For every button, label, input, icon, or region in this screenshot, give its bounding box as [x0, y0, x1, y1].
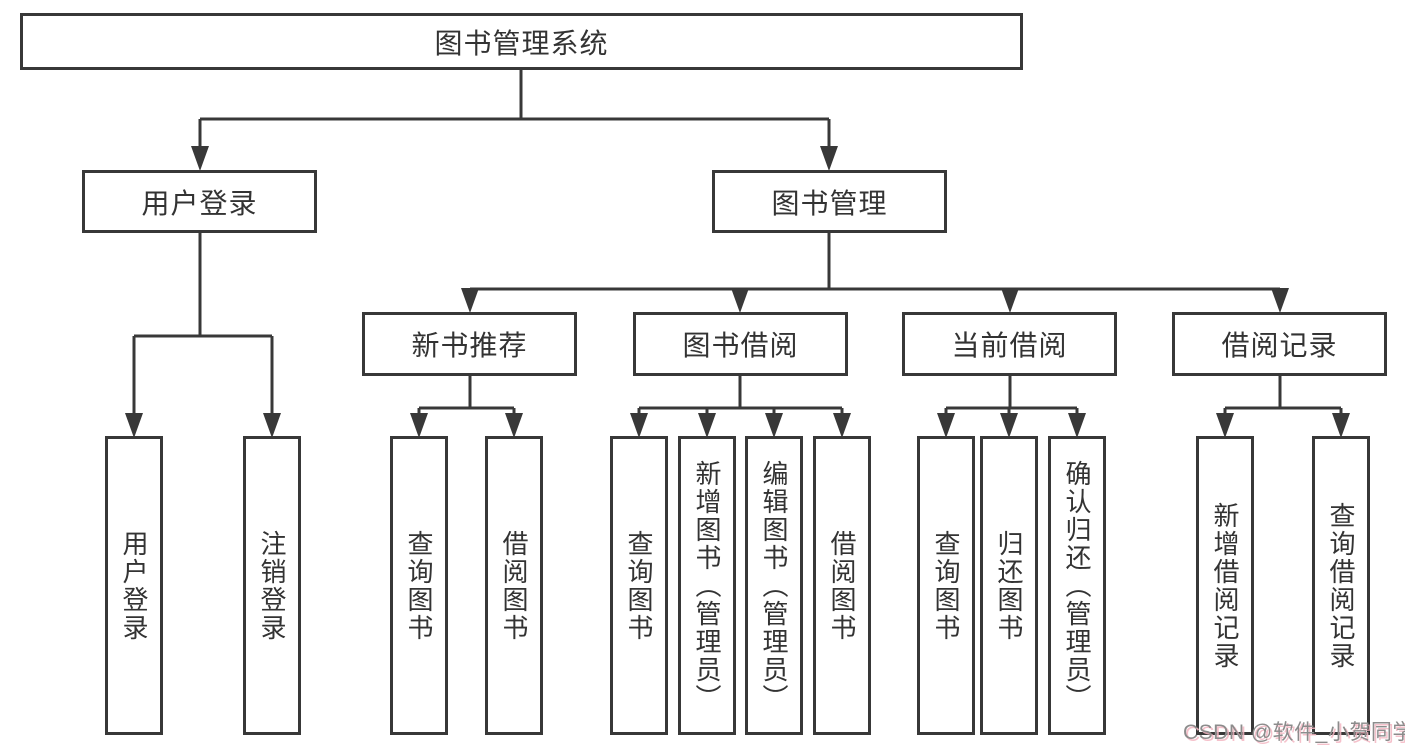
- connector-line: [198, 70, 831, 150]
- leaf-current-query: 查询图书: [917, 436, 975, 735]
- arrowhead-down-icon: [1000, 413, 1018, 438]
- arrowhead-down-icon: [1216, 413, 1234, 438]
- leaf-records-query: 查询借阅记录: [1312, 436, 1370, 735]
- node-user-login: 用户登录: [82, 170, 317, 233]
- connector-line: [1223, 376, 1343, 418]
- connector-line: [417, 376, 516, 418]
- leaf-current-confirm-admin: 确认归还（管理员）: [1048, 436, 1106, 735]
- arrowhead-down-icon: [937, 413, 955, 438]
- connector-book-borrow-to-leaves: [630, 376, 851, 438]
- arrowhead-down-icon: [731, 288, 749, 313]
- node-book-borrow: 图书借阅: [633, 312, 848, 376]
- arrowhead-down-icon: [263, 413, 281, 438]
- leaf-borrow-add-admin: 新增图书（管理员）: [678, 436, 736, 735]
- arrowhead-down-icon: [820, 146, 838, 171]
- arrowhead-down-icon: [191, 146, 209, 171]
- arrowhead-down-icon: [833, 413, 851, 438]
- arrowhead-down-icon: [765, 413, 783, 438]
- node-new-book-recommend: 新书推荐: [362, 312, 577, 376]
- connector-line: [468, 233, 1282, 295]
- leaf-borrow-borrow: 借阅图书: [813, 436, 871, 735]
- node-borrow-records: 借阅记录: [1172, 312, 1387, 376]
- arrowhead-down-icon: [505, 413, 523, 438]
- connector-current-borrow-to-leaves: [937, 376, 1086, 438]
- leaf-logout: 注销登录: [243, 436, 301, 735]
- arrowhead-down-icon: [698, 413, 716, 438]
- connector-line: [132, 233, 274, 418]
- arrowhead-down-icon: [410, 413, 428, 438]
- node-current-borrow: 当前借阅: [902, 312, 1117, 376]
- connector-book-mgmt-to-sections: [461, 233, 1289, 313]
- leaf-borrow-query: 查询图书: [610, 436, 668, 735]
- leaf-records-add: 新增借阅记录: [1196, 436, 1254, 735]
- connector-line: [637, 376, 844, 418]
- node-root-system: 图书管理系统: [20, 13, 1023, 70]
- connector-user-login-to-leaves: [125, 233, 281, 438]
- leaf-user-login: 用户登录: [105, 436, 163, 735]
- leaf-newbook-borrow: 借阅图书: [485, 436, 543, 735]
- arrowhead-down-icon: [630, 413, 648, 438]
- arrowhead-down-icon: [1271, 288, 1289, 313]
- leaf-borrow-edit-admin: 编辑图书（管理员）: [745, 436, 803, 735]
- arrowhead-down-icon: [1332, 413, 1350, 438]
- connector-new-book-to-leaves: [410, 376, 523, 438]
- arrowhead-down-icon: [1001, 288, 1019, 313]
- connector-root-to-level2: [191, 70, 838, 171]
- csdn-watermark: CSDN @软件_小贺同学: [1183, 721, 1405, 744]
- leaf-newbook-query: 查询图书: [390, 436, 448, 735]
- arrowhead-down-icon: [125, 413, 143, 438]
- connector-line: [944, 376, 1079, 418]
- leaf-current-return: 归还图书: [980, 436, 1038, 735]
- arrowhead-down-icon: [461, 288, 479, 313]
- connector-borrow-records-to-leaves: [1216, 376, 1350, 438]
- node-book-management: 图书管理: [712, 170, 947, 233]
- arrowhead-down-icon: [1068, 413, 1086, 438]
